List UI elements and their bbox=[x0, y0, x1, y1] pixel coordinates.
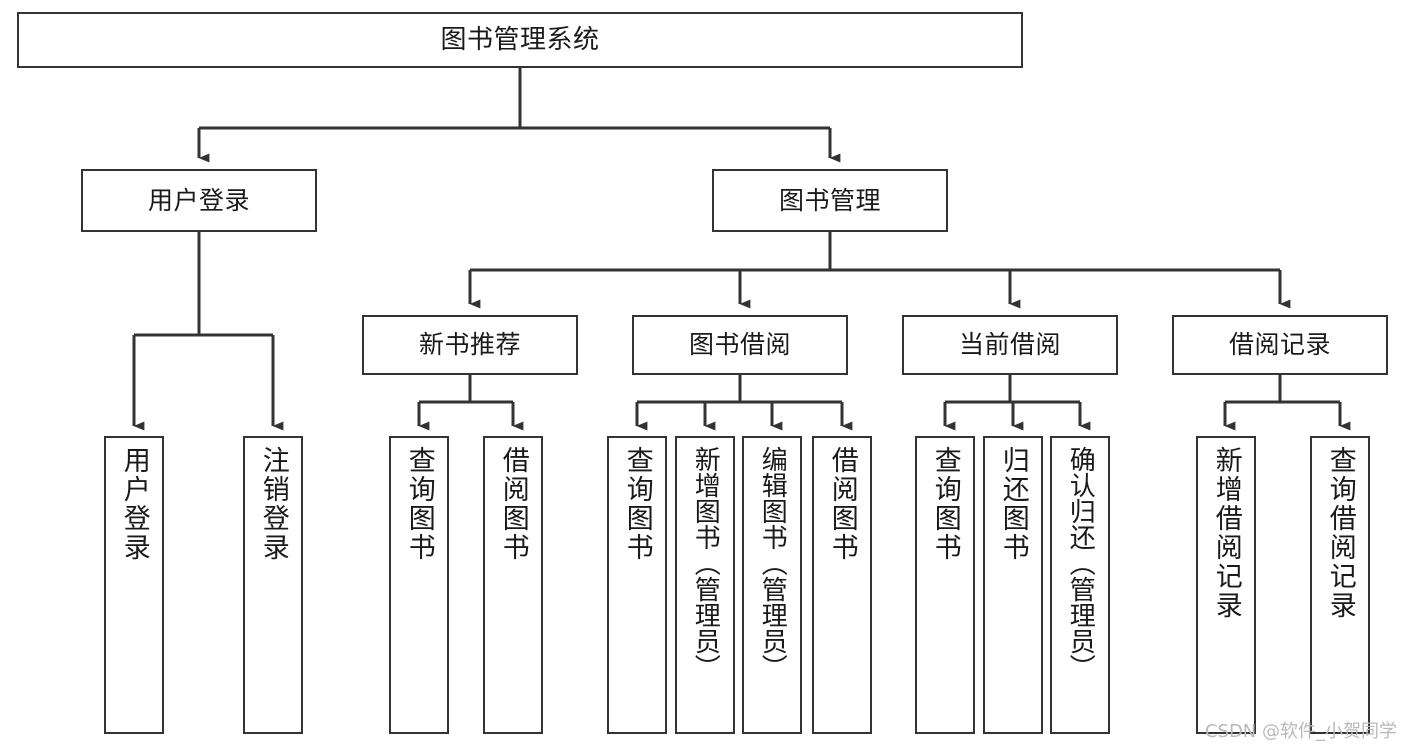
node-leaf-user-login-label: 用户登录 bbox=[118, 446, 150, 562]
node-leaf-return-book-label: 归还图书 bbox=[997, 446, 1029, 562]
node-book-manage-label: 图书管理 bbox=[778, 185, 881, 215]
node-leaf-borrow-book-a[interactable]: 借阅图书 bbox=[483, 436, 543, 734]
node-leaf-query-book-b[interactable]: 查询图书 bbox=[607, 436, 667, 734]
node-leaf-add-record[interactable]: 新增借阅记录 bbox=[1196, 436, 1256, 734]
node-book-manage[interactable]: 图书管理 bbox=[712, 169, 948, 232]
node-leaf-logout[interactable]: 注销登录 bbox=[243, 436, 303, 734]
node-root-label: 图书管理系统 bbox=[440, 24, 600, 55]
node-new-book-recommend-label: 新书推荐 bbox=[418, 330, 521, 360]
node-leaf-borrow-book-b-label: 借阅图书 bbox=[826, 446, 858, 562]
edge-newbook-to-leaves bbox=[417, 375, 524, 431]
node-root[interactable]: 图书管理系统 bbox=[17, 12, 1023, 68]
node-leaf-query-book-a-label: 查询图书 bbox=[403, 446, 435, 562]
node-leaf-borrow-book-a-label: 借阅图书 bbox=[497, 446, 529, 562]
node-leaf-borrow-book-b[interactable]: 借阅图书 bbox=[812, 436, 872, 734]
edge-root-to-level2 bbox=[197, 68, 841, 163]
node-leaf-query-book-a[interactable]: 查询图书 bbox=[389, 436, 449, 734]
node-leaf-add-record-label: 新增借阅记录 bbox=[1210, 446, 1242, 620]
node-leaf-confirm-return-label: 确认归还（管理员） bbox=[1065, 446, 1096, 680]
edge-borrowrecord-to-leaves bbox=[1223, 375, 1351, 431]
node-leaf-query-book-c-label: 查询图书 bbox=[929, 446, 961, 562]
node-leaf-edit-book-label: 编辑图书（管理员） bbox=[757, 446, 788, 680]
edge-userlogin-to-leaves bbox=[132, 232, 284, 431]
node-current-borrow[interactable]: 当前借阅 bbox=[902, 315, 1118, 375]
node-leaf-query-book-b-label: 查询图书 bbox=[621, 446, 653, 562]
node-leaf-user-login[interactable]: 用户登录 bbox=[104, 436, 164, 734]
node-user-login[interactable]: 用户登录 bbox=[81, 169, 317, 232]
edge-bookmanage-to-level3 bbox=[468, 232, 1291, 309]
node-leaf-logout-label: 注销登录 bbox=[257, 446, 289, 562]
csdn-watermark: CSDN @软件_小贺同学 bbox=[1204, 721, 1397, 742]
node-leaf-query-record-label: 查询借阅记录 bbox=[1324, 446, 1356, 620]
node-borrow-record[interactable]: 借阅记录 bbox=[1172, 315, 1388, 375]
node-book-borrow-label: 图书借阅 bbox=[688, 330, 791, 360]
node-borrow-record-label: 借阅记录 bbox=[1228, 330, 1331, 360]
node-leaf-query-record[interactable]: 查询借阅记录 bbox=[1310, 436, 1370, 734]
node-leaf-return-book[interactable]: 归还图书 bbox=[983, 436, 1043, 734]
node-leaf-confirm-return[interactable]: 确认归还（管理员） bbox=[1050, 436, 1110, 734]
edge-currentborrow-to-leaves bbox=[943, 375, 1091, 431]
node-leaf-query-book-c[interactable]: 查询图书 bbox=[915, 436, 975, 734]
node-new-book-recommend[interactable]: 新书推荐 bbox=[362, 315, 578, 375]
node-leaf-add-book-label: 新增图书（管理员） bbox=[690, 446, 721, 680]
node-leaf-edit-book[interactable]: 编辑图书（管理员） bbox=[742, 436, 802, 734]
node-user-login-label: 用户登录 bbox=[147, 185, 250, 215]
edge-bookborrow-to-leaves bbox=[635, 375, 853, 431]
node-current-borrow-label: 当前借阅 bbox=[958, 330, 1061, 360]
node-leaf-add-book[interactable]: 新增图书（管理员） bbox=[675, 436, 735, 734]
node-book-borrow[interactable]: 图书借阅 bbox=[632, 315, 848, 375]
